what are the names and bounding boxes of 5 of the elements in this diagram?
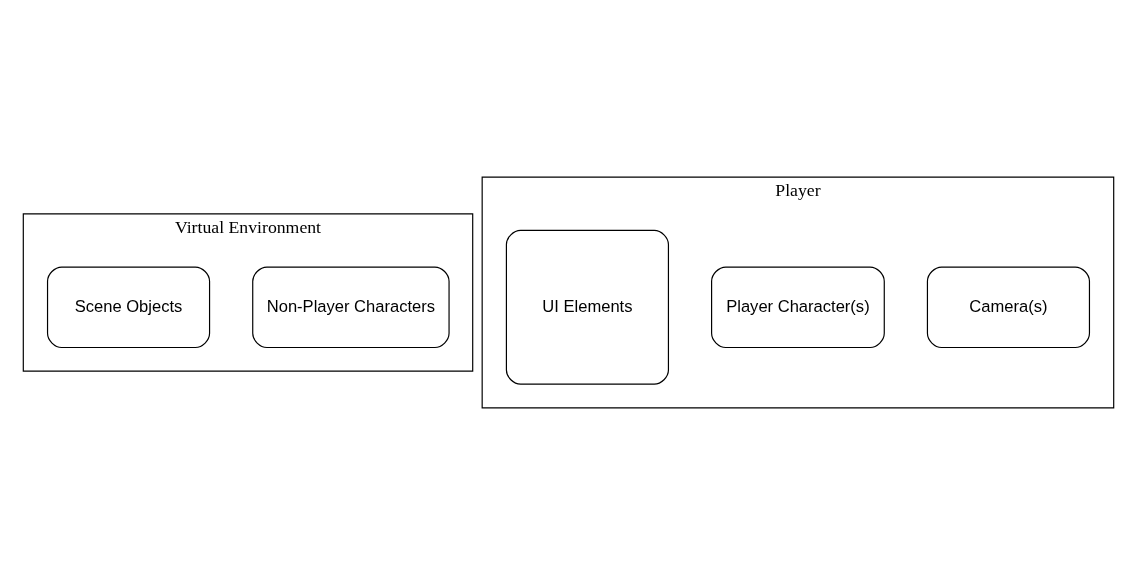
node-box: Player Character(s)	[711, 266, 885, 349]
node-box: Non-Player Characters	[252, 266, 450, 349]
node-box: Camera(s)	[926, 266, 1091, 349]
node-box: Scene Objects	[46, 266, 211, 349]
node-box: UI Elements	[505, 229, 669, 385]
